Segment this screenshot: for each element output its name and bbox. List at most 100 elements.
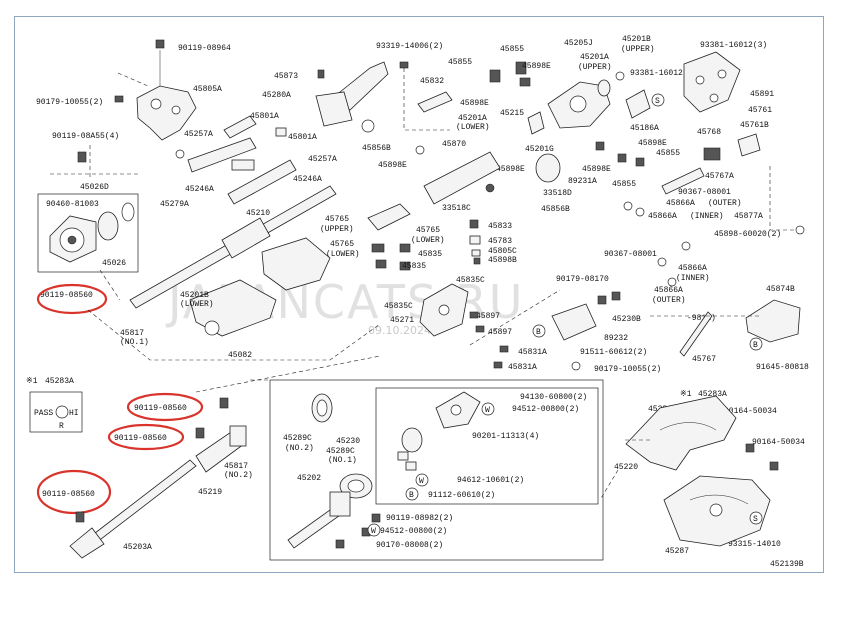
label-45219: 45219	[198, 488, 222, 497]
label-93381-16012: 93381-16012	[630, 69, 683, 78]
column-cover-lower-45287	[663, 475, 771, 547]
label-45831a-a: 45831A	[518, 348, 547, 357]
label-45874b: 45874B	[766, 285, 795, 294]
label-94612-10601: 94612-10601(2)	[457, 476, 524, 485]
label-45891: 45891	[750, 90, 774, 99]
label-45767: 45767	[692, 355, 716, 364]
bearing-45026	[49, 202, 135, 263]
label-outer-1: (OUTER)	[708, 199, 742, 208]
label-45201b: 45201B	[180, 291, 209, 300]
label-45201b-upper: 45201B	[622, 35, 651, 44]
label-45866a-inner: 45866A	[648, 212, 677, 221]
label-s: S	[655, 97, 660, 106]
label-b-2: B	[753, 341, 758, 350]
label-89231a: 89231A	[568, 177, 597, 186]
label-45761b: 45761B	[740, 121, 769, 130]
label-45898e-c: 45898E	[378, 161, 407, 170]
label-45877a: 45877A	[734, 212, 763, 221]
label-90179-10055: 90179-10055(2)	[36, 98, 103, 107]
label-90119-08560-a: 90119-08560	[40, 291, 93, 300]
box-45230	[269, 379, 604, 561]
label-mark-2: ※1	[680, 390, 692, 399]
label-45866a-inner-b: 45866A	[678, 264, 707, 273]
circle-w-marker-2	[415, 473, 429, 487]
label-mark-1: ※1	[26, 377, 38, 386]
label-45835: 45835	[418, 250, 442, 259]
label-45831a-b: 45831A	[508, 363, 537, 372]
turn-signal-switch-icon	[29, 391, 83, 433]
label-diagram-id: 452139B	[770, 560, 804, 569]
label-no1: (NO.1)	[120, 338, 149, 347]
label-45855-d: 45855	[612, 180, 636, 189]
label-45805a: 45805A	[193, 85, 222, 94]
label-45205j: 45205J	[564, 39, 593, 48]
label-outer-2: (OUTER)	[652, 296, 686, 305]
label-45866a-outer: 45866A	[666, 199, 695, 208]
label-pass: PASS	[34, 409, 53, 418]
label-45765-lower-a: 45765	[416, 226, 440, 235]
label-94130-60800: 94130-60800(2)	[520, 393, 587, 402]
steering-column-45210	[129, 185, 337, 337]
label-45203a: 45203A	[123, 543, 152, 552]
label-90164-50034: 90164-50034	[724, 407, 777, 416]
label-45026: 45026	[102, 259, 126, 268]
label-45280a: 45280A	[262, 91, 291, 100]
label-90119-08964: 90119-08964	[178, 44, 231, 53]
shaft-45870	[415, 145, 561, 205]
label-9811: -9811)	[687, 314, 716, 323]
label-lower-4: (LOWER)	[326, 250, 360, 259]
label-45283a: 45283A	[45, 377, 74, 386]
circle-b-marker-1	[532, 324, 546, 338]
label-90179-10055-b: 90179-10055(2)	[594, 365, 661, 374]
label-89232: 89232	[604, 334, 628, 343]
label-90164-50034-b: 90164-50034	[752, 438, 805, 447]
label-45855-c: 45855	[656, 149, 680, 158]
label-45257a-2: 45257A	[308, 155, 337, 164]
column-cover-upper-45286b	[625, 395, 737, 471]
label-45817: 45817	[120, 329, 144, 338]
label-45289c-no2: 45289C	[283, 434, 312, 443]
label-45246a: 45246A	[185, 185, 214, 194]
label-45805c: 45805C	[488, 247, 517, 256]
label-45898e-f: 45898E	[582, 165, 611, 174]
circle-s-marker	[651, 93, 665, 107]
label-b-3: B	[409, 491, 414, 500]
label-s-2: S	[753, 515, 758, 524]
switch-45765	[367, 203, 411, 271]
label-w-2: W	[419, 477, 424, 486]
label-45855-a: 45855	[500, 45, 524, 54]
label-upper-1: (UPPER)	[320, 225, 354, 234]
label-93381-16012-3: 93381-16012(3)	[700, 41, 767, 50]
label-45898-60020: 45898-60020(2)	[714, 230, 781, 239]
label-91112-60610: 91112-60610(2)	[428, 491, 495, 500]
label-90119-08982: 90119-08982(2)	[386, 514, 453, 523]
label-w-1: W	[485, 406, 490, 415]
label-90119-08560-c: 90119-08560	[114, 434, 167, 443]
label-lower-3: (LOWER)	[411, 236, 445, 245]
label-90119-08560-b: 90119-08560	[134, 404, 187, 413]
label-hi: HI	[69, 409, 79, 418]
label-45246a-2: 45246A	[293, 175, 322, 184]
label-45856b-a: 45856B	[362, 144, 391, 153]
label-45898e-a: 45898E	[522, 62, 551, 71]
label-91645-80818: 91645-80818	[756, 363, 809, 372]
label-45767a: 45767A	[705, 172, 734, 181]
label-45835c-b: 45835C	[384, 302, 413, 311]
label-45202: 45202	[297, 474, 321, 483]
label-45817-no2: 45817	[224, 462, 248, 471]
label-94512-00800: 94512-00800(2)	[512, 405, 579, 414]
label-lower-1: (LOWER)	[180, 300, 214, 309]
label-33518d: 33518D	[543, 189, 572, 198]
circle-b-marker-3	[405, 487, 419, 501]
label-94512-00800-b: 94512-00800(2)	[380, 527, 447, 536]
label-45230: 45230	[336, 437, 360, 446]
watermark-date: 09.10.2024	[368, 324, 431, 337]
label-90119-08560-d: 90119-08560	[42, 490, 95, 499]
highlight-circle-2	[126, 392, 204, 422]
box-inner-45230	[375, 387, 599, 505]
label-45765-lower-b: 45765	[330, 240, 354, 249]
label-45201a-lower: 45201A	[458, 114, 487, 123]
bracket-45805a	[136, 39, 197, 141]
label-45283a-b: 45283A	[698, 390, 727, 399]
label-no4: (NO.1)	[328, 456, 357, 465]
